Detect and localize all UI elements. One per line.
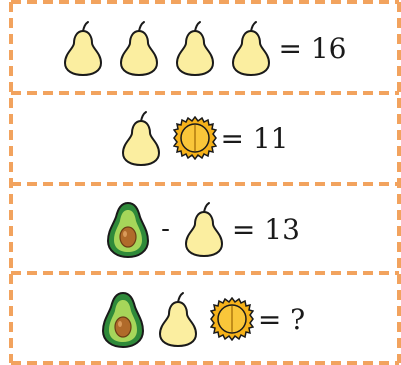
minus-operator: - bbox=[161, 214, 170, 244]
equation-row-3: - = 13 bbox=[0, 185, 401, 273]
durian-icon bbox=[209, 297, 254, 341]
durian-icon bbox=[172, 116, 217, 160]
avocado-icon bbox=[105, 199, 151, 259]
equation-result: = 13 bbox=[231, 212, 300, 246]
equation-row-1: = 16 bbox=[0, 4, 401, 92]
equation-row-2: = 11 bbox=[0, 94, 401, 182]
equation-result: = 16 bbox=[278, 31, 347, 65]
pear-icon bbox=[117, 109, 165, 167]
pear-icon bbox=[115, 19, 163, 77]
pear-icon bbox=[154, 290, 202, 348]
equation-result: = 11 bbox=[220, 121, 289, 155]
pear-icon bbox=[171, 19, 219, 77]
equation-result: = ? bbox=[257, 302, 306, 336]
avocado-icon bbox=[100, 289, 146, 349]
pear-icon bbox=[59, 19, 107, 77]
equation-row-4: = ? bbox=[0, 275, 401, 363]
pear-icon bbox=[180, 200, 228, 258]
pear-icon bbox=[227, 19, 275, 77]
